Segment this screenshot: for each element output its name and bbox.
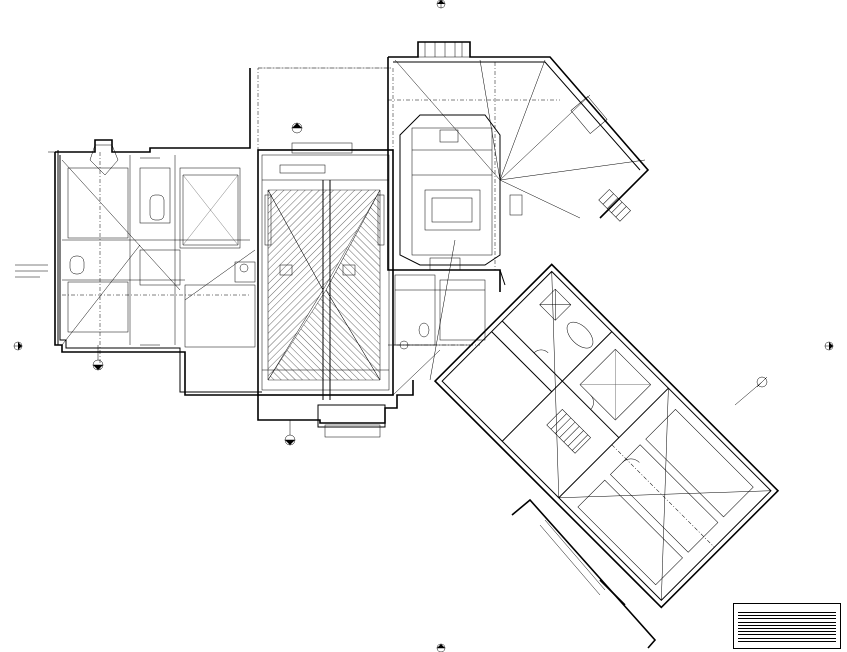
marker-center-bottom [284,420,296,446]
marker-bottom [436,643,446,652]
left-wing-outline [54,68,414,424]
marker-left [13,341,23,351]
marker-center-top [291,122,303,134]
marker-diagonal [734,376,768,406]
upper-right-wing [387,41,650,292]
general-notes-box [733,603,841,649]
notes-text-lines [738,612,836,644]
connector-rooms [388,239,506,396]
marker-left-wing [92,345,104,371]
section-markers [13,0,834,652]
marker-right [824,341,834,351]
diagonal-wing [433,263,780,609]
diagonal-wing-outline-extra [511,498,657,649]
left-wing-rooms [61,144,256,370]
central-hall [257,67,394,438]
marker-top [436,0,446,9]
